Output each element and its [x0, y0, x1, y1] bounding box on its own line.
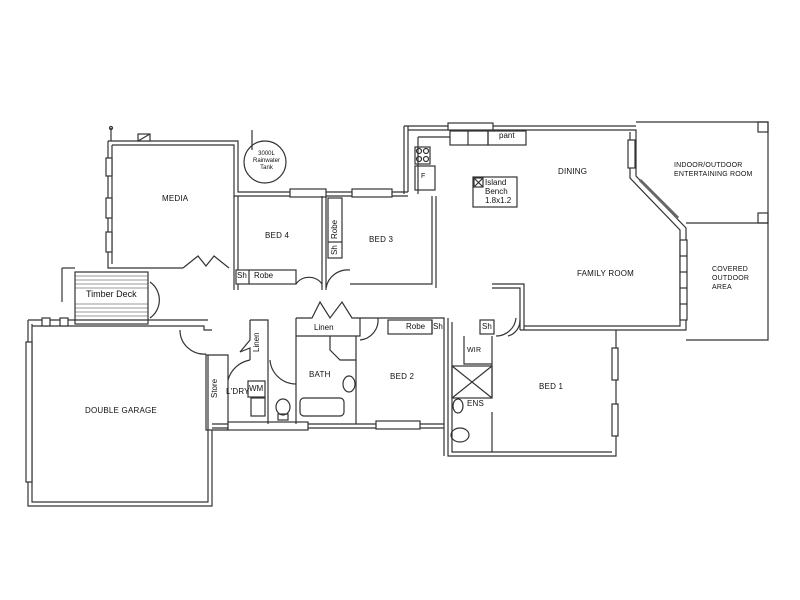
linen-laundry-label: Linen [252, 332, 261, 352]
room-label-covered-outdoor: COVERED OUTDOOR AREA [712, 266, 750, 291]
room-label-bed3: BED 3 [369, 235, 394, 244]
linen-hall-label: Linen [314, 323, 334, 332]
room-label-garage: DOUBLE GARAGE [85, 406, 157, 415]
bed3-shelf-label: Sh [330, 245, 339, 255]
room-label-bed2: BED 2 [390, 372, 415, 381]
room-label-ensuite: ENS [467, 399, 485, 408]
rainwater-tank-label: 3000L Rainwater Tank [253, 151, 281, 171]
bed4-robe-label: Robe [254, 271, 274, 280]
room-label-indoor-outdoor: INDOOR/OUTDOOR ENTERTAINING ROOM [674, 162, 753, 178]
bed2-robe-label: Robe [406, 322, 426, 331]
wall-media-west [107, 141, 183, 269]
pantry-label: pant [499, 131, 515, 140]
bed3-robe-label: Robe [330, 219, 339, 239]
room-label-bed4: BED 4 [265, 231, 290, 240]
wir-shelf-label: Sh [482, 322, 492, 331]
room-label-store: Store [210, 378, 219, 398]
washing-machine-label: WM [249, 384, 264, 393]
room-label-wir: WIR [467, 347, 482, 354]
room-label-bath: BATH [309, 370, 331, 379]
room-label-media: MEDIA [162, 194, 189, 203]
room-label-dining: DINING [558, 167, 588, 176]
room-label-bed1: BED 1 [539, 382, 564, 391]
wall-media-north [108, 140, 290, 193]
room-label-family: FAMILY ROOM [577, 269, 635, 278]
bed4-shelf-label: Sh [237, 271, 247, 280]
island-bench-label: Island Bench 1.8x1.2 [485, 178, 512, 205]
fridge-label: F [421, 173, 426, 180]
bed2-shelf-label: Sh [433, 322, 443, 331]
timber-deck-label: Timber Deck [86, 289, 137, 299]
room-label-laundry: L'DRY [226, 387, 250, 396]
